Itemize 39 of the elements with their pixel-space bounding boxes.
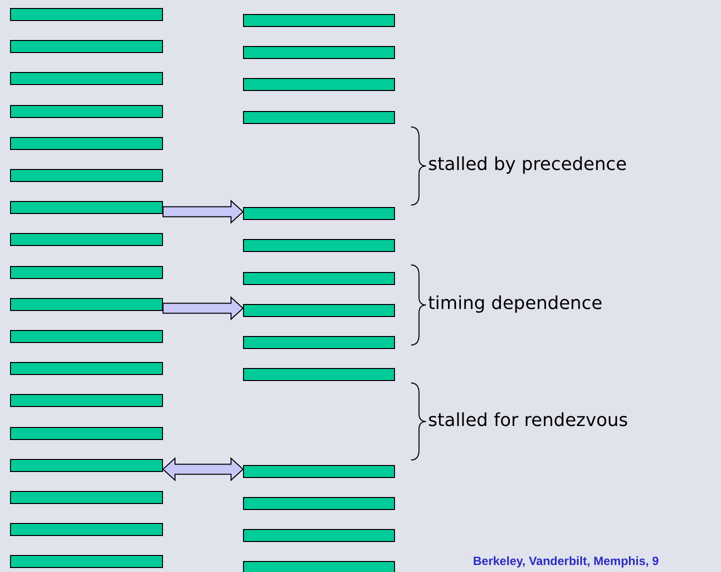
task-bar [243, 239, 395, 252]
task-bar [243, 78, 395, 92]
task-bar [10, 266, 163, 279]
task-bar [10, 555, 163, 568]
task-bar [10, 8, 163, 21]
task-bar [10, 458, 163, 472]
bracket-label: timing dependence [428, 293, 602, 314]
footer-text: Berkeley, Vanderbilt, Memphis, 9 [473, 554, 659, 568]
task-bar [10, 233, 163, 246]
task-bar [243, 529, 395, 542]
task-bar [10, 104, 163, 118]
task-bar [10, 362, 163, 376]
bracket-label: stalled by precedence [428, 154, 627, 175]
task-bar [10, 40, 163, 54]
task-bar [10, 330, 163, 343]
task-bar [10, 298, 163, 311]
task-bar [10, 426, 163, 440]
task-bar [243, 497, 395, 510]
task-bar [10, 523, 163, 536]
task-bar [243, 14, 395, 27]
task-bar [243, 304, 395, 317]
task-bar [243, 336, 395, 349]
task-bar [10, 169, 163, 182]
block-arrow [162, 200, 244, 224]
task-bar [10, 72, 163, 86]
bracket-label: stalled for rendezvous [428, 410, 628, 430]
task-bar [10, 394, 163, 408]
double-block-arrow [162, 457, 244, 482]
task-bar [10, 491, 163, 504]
block-arrow [162, 296, 244, 320]
task-bar [10, 201, 163, 214]
task-bar [10, 136, 163, 150]
task-bar [243, 207, 395, 220]
task-bar [243, 110, 395, 124]
task-bar [243, 46, 395, 60]
task-bar [243, 368, 395, 382]
task-bar [243, 464, 395, 478]
task-bar [243, 272, 395, 285]
task-bar [243, 561, 395, 572]
